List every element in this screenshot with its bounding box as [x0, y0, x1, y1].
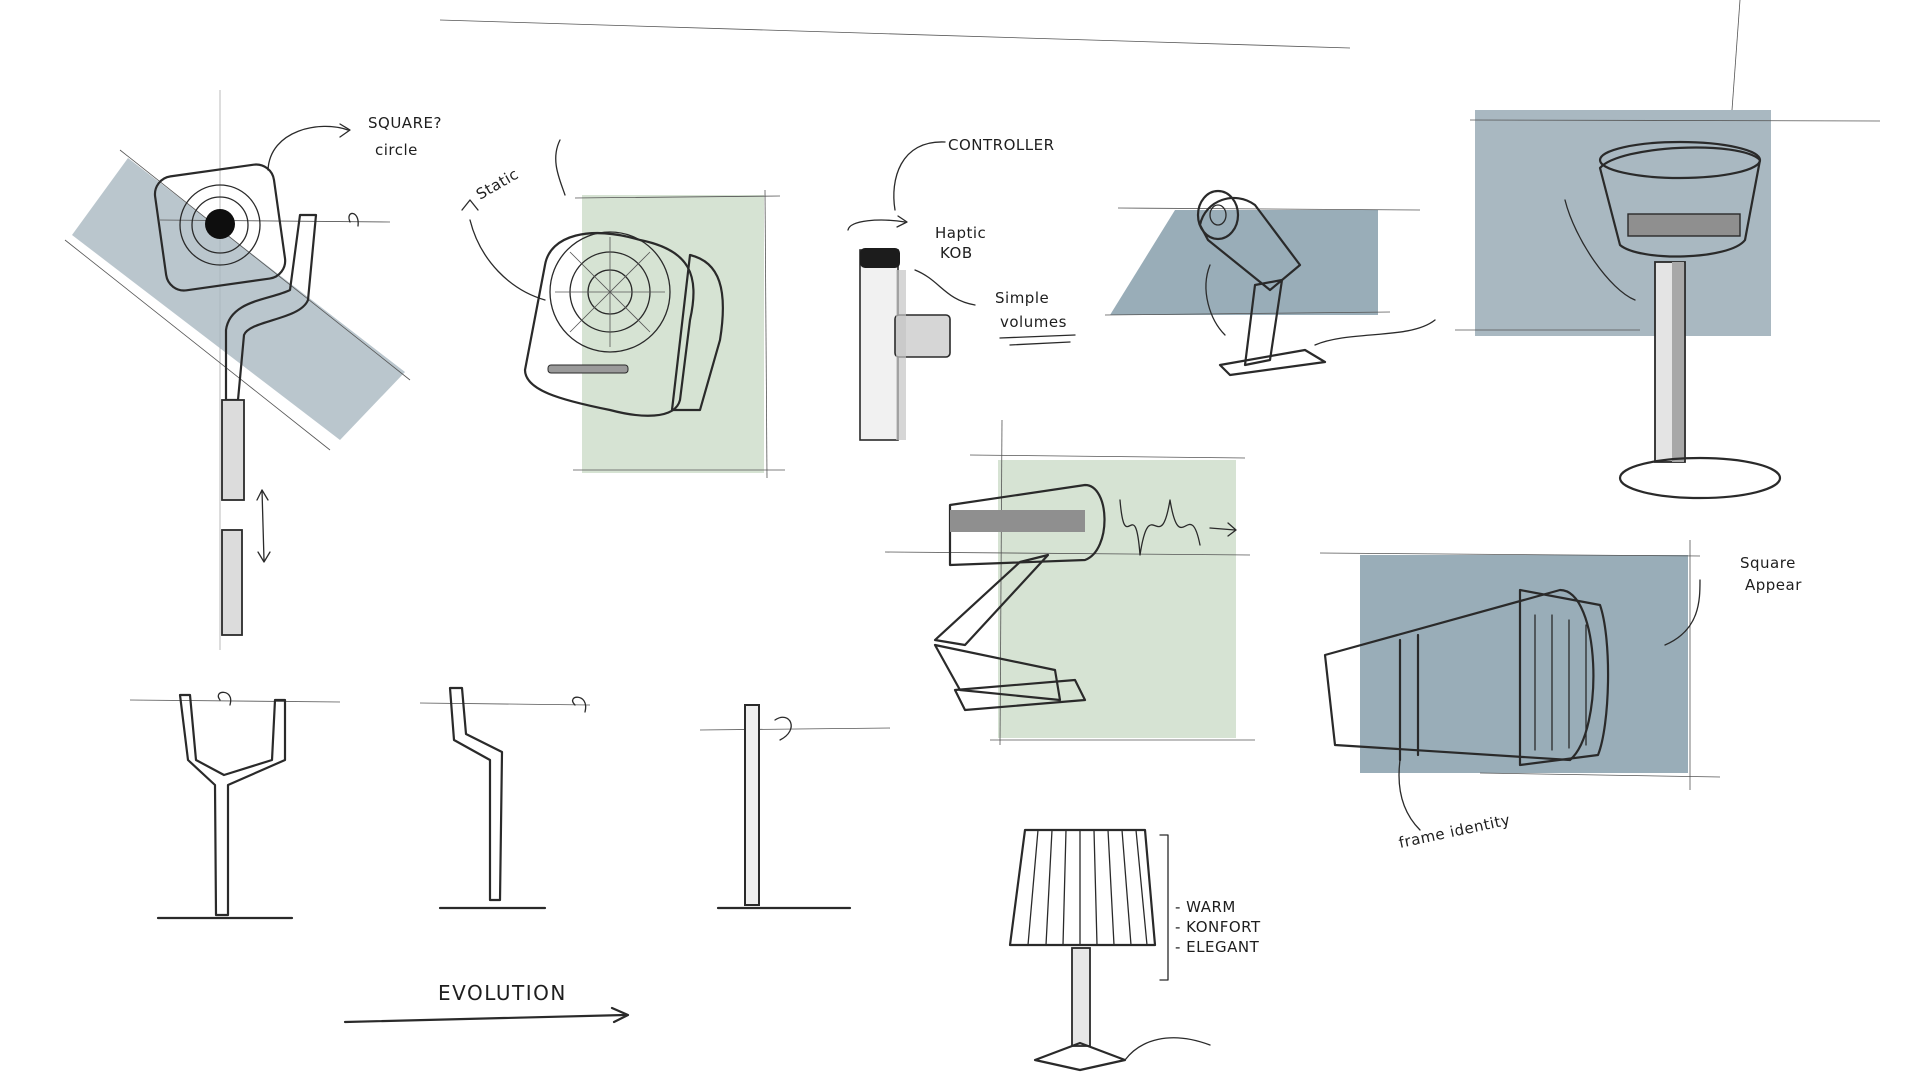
background-panel [998, 460, 1236, 738]
knob-icon [860, 248, 900, 268]
sketch-pedestal-fan [1455, 0, 1881, 500]
annotation-simple: Simple [995, 289, 1049, 307]
sketch-rotating-head [64, 123, 411, 636]
lamp-attr-warm: - WARM [1175, 898, 1236, 916]
sketch-static-fan [461, 139, 785, 479]
annotation-controller: CONTROLLER [948, 136, 1055, 154]
evolution-sequence [129, 686, 891, 1024]
annotation-square: SQUARE? [368, 114, 442, 132]
annotation-circle: circle [375, 141, 418, 159]
background-panel [582, 195, 764, 473]
sketch-pivot-fan [884, 419, 1255, 746]
annotation-knob: KOB [940, 244, 973, 262]
lamp-attr-elegant: - ELEGANT [1175, 938, 1260, 956]
sketch-cylinder-fan [1104, 189, 1436, 377]
sketch-box-fan [1319, 540, 1721, 831]
construction-lines [219, 19, 1351, 650]
annotation-haptic: Haptic [935, 224, 986, 242]
sketch-table-lamp [1008, 828, 1211, 1072]
fan-hub-icon [205, 209, 235, 239]
background-panel [72, 158, 405, 440]
evolution-label: EVOLUTION [438, 981, 567, 1005]
annotation-static: Static [473, 165, 522, 204]
lamp-attr-konfort: - KONFORT [1175, 918, 1261, 936]
annotation-volumes: volumes [1000, 313, 1067, 331]
annotation-square: Square [1740, 554, 1796, 572]
annotation-frame-identity: frame identity [1397, 811, 1512, 852]
sketch-haptic-knob [847, 141, 1076, 441]
background-panel [1110, 210, 1378, 315]
background-panel [1360, 555, 1688, 773]
annotation-appear: Appear [1745, 576, 1802, 594]
